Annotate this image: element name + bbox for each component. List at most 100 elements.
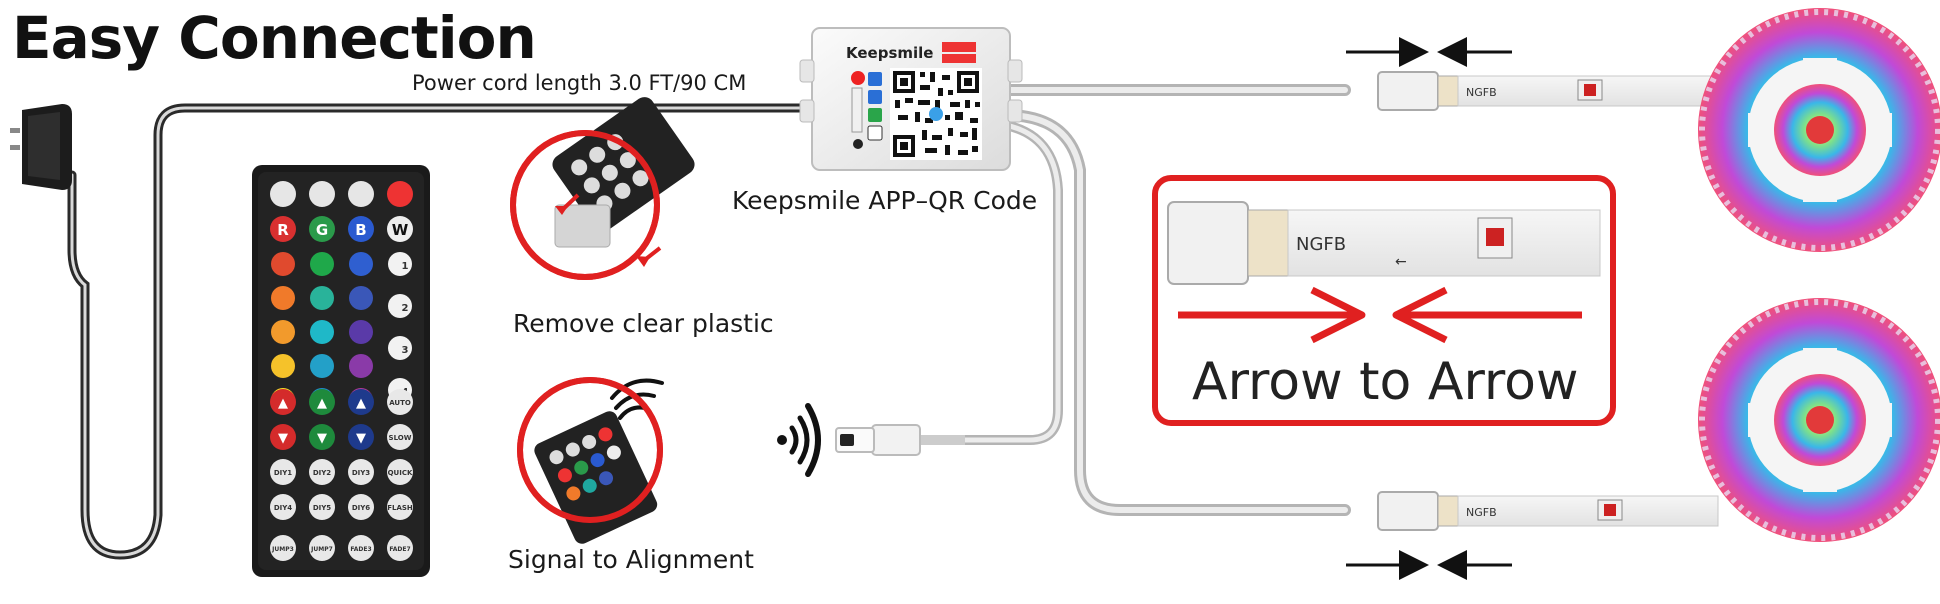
color-button-g <box>309 216 335 242</box>
controller-brand-label: Keepsmile <box>846 44 934 62</box>
controller-box <box>799 27 1023 171</box>
svg-text:NGFB: NGFB <box>1296 234 1346 255</box>
wireless-signal-icon <box>777 403 821 477</box>
color-letter-g: G <box>316 221 328 239</box>
decrease-arrow-button <box>309 424 335 450</box>
effect-button <box>270 535 296 561</box>
qr-code-label: Keepsmile APP–QR Code <box>732 186 1038 215</box>
down-arrow-icon: ▼ <box>278 431 288 446</box>
speed-mode-label: FLASH <box>387 504 413 512</box>
arrow-to-arrow-label: Arrow to Arrow <box>1192 352 1579 412</box>
down-arrow-icon: ▼ <box>317 431 327 446</box>
music-mode-label: 3 <box>402 345 409 356</box>
svg-text:NGFB: NGFB <box>1466 86 1497 99</box>
effect-label: FADE7 <box>389 546 410 553</box>
effect-button <box>387 535 413 561</box>
music-mode-label: 1 <box>402 261 409 272</box>
diy-button <box>348 494 374 520</box>
bottom-strip-connector: NGFB <box>1377 491 1719 531</box>
qr-code <box>890 68 982 160</box>
down-arrow-icon: ▼ <box>356 431 366 446</box>
led-reel-top <box>1698 8 1940 252</box>
diy-label: DIY1 <box>274 469 292 477</box>
fc-icon <box>868 72 882 86</box>
effect-label: JUMP3 <box>271 546 294 553</box>
music-mode-button <box>388 252 412 276</box>
ir-receiver <box>835 424 965 456</box>
diy-label: DIY5 <box>313 504 331 512</box>
speed-mode-label: QUICK <box>388 469 413 477</box>
music-mode-button <box>388 336 412 360</box>
color-swatch-button <box>271 252 295 276</box>
diy-button <box>270 459 296 485</box>
diy-label: DIY6 <box>352 504 370 512</box>
color-swatch-button <box>349 286 373 310</box>
music-mode-button <box>388 294 412 318</box>
color-swatch-button <box>349 320 373 344</box>
diy-button <box>309 494 335 520</box>
color-swatch-button <box>271 320 295 344</box>
recycle-icon <box>867 125 883 141</box>
color-button-r <box>270 216 296 242</box>
speed-mode-button <box>387 494 413 520</box>
signal-alignment-label: Signal to Alignment <box>508 545 754 574</box>
diy-label: DIY2 <box>313 469 331 477</box>
increase-arrow-button <box>270 389 296 415</box>
power-cord-label: Power cord length 3.0 FT/90 CM <box>412 71 747 95</box>
color-swatch-button <box>310 354 334 378</box>
color-button-w <box>387 216 413 242</box>
color-swatch-button <box>271 354 295 378</box>
effect-label: JUMP7 <box>310 546 333 553</box>
rohs-icon <box>868 108 882 122</box>
color-button-b <box>348 216 374 242</box>
warning-icon <box>851 71 865 85</box>
up-arrow-icon: ▲ <box>317 396 327 411</box>
page-title: Easy Connection <box>12 4 537 72</box>
increase-arrow-button <box>309 389 335 415</box>
color-letter-r: R <box>277 221 289 239</box>
remote-control: RGBW1234▲▲▲▼▼▼AUTOSLOWQUICKFLASHDIY1DIY2… <box>252 165 430 577</box>
diy-label: DIY3 <box>352 469 370 477</box>
power-cord <box>67 103 825 560</box>
bluetooth-badge <box>942 42 976 52</box>
play-icon <box>348 181 374 207</box>
speed-mode-label: AUTO <box>389 399 411 407</box>
power-icon <box>387 181 413 207</box>
effect-button <box>348 535 374 561</box>
color-swatch-button <box>310 320 334 344</box>
remove-plastic-label: Remove clear plastic <box>513 309 774 338</box>
led-reel-bottom <box>1698 298 1940 542</box>
color-swatch-button <box>271 286 295 310</box>
ce-icon <box>868 90 882 104</box>
color-letter-w: W <box>392 221 409 239</box>
color-swatch-button <box>349 252 373 276</box>
speed-mode-button <box>387 459 413 485</box>
up-arrow-icon: ▲ <box>278 396 288 411</box>
color-letter-b: B <box>355 221 366 239</box>
diy-button <box>270 494 296 520</box>
bright-up-icon <box>270 181 296 207</box>
speed-mode-label: SLOW <box>389 434 412 442</box>
music-mode-label: 2 <box>402 303 409 314</box>
speed-mode-button <box>387 424 413 450</box>
controller-cables <box>960 84 1351 516</box>
diy-button <box>309 459 335 485</box>
remove-plastic-inset <box>510 97 695 280</box>
power-adapter <box>10 104 72 190</box>
up-arrow-icon: ▲ <box>356 396 366 411</box>
decrease-arrow-button <box>348 424 374 450</box>
effect-button <box>309 535 335 561</box>
color-swatch-button <box>310 286 334 310</box>
svg-text:←: ← <box>1395 254 1407 270</box>
effect-label: FADE3 <box>350 546 371 553</box>
decrease-arrow-button <box>270 424 296 450</box>
color-swatch-button <box>310 252 334 276</box>
svg-text:NGFB: NGFB <box>1466 506 1497 519</box>
increase-arrow-button <box>348 389 374 415</box>
color-swatch-button <box>349 354 373 378</box>
arrow-to-arrow-callout: NGFB ← <box>1152 175 1616 426</box>
top-strip-connector: NGFB <box>1377 71 1719 111</box>
bright-down-icon <box>309 181 335 207</box>
